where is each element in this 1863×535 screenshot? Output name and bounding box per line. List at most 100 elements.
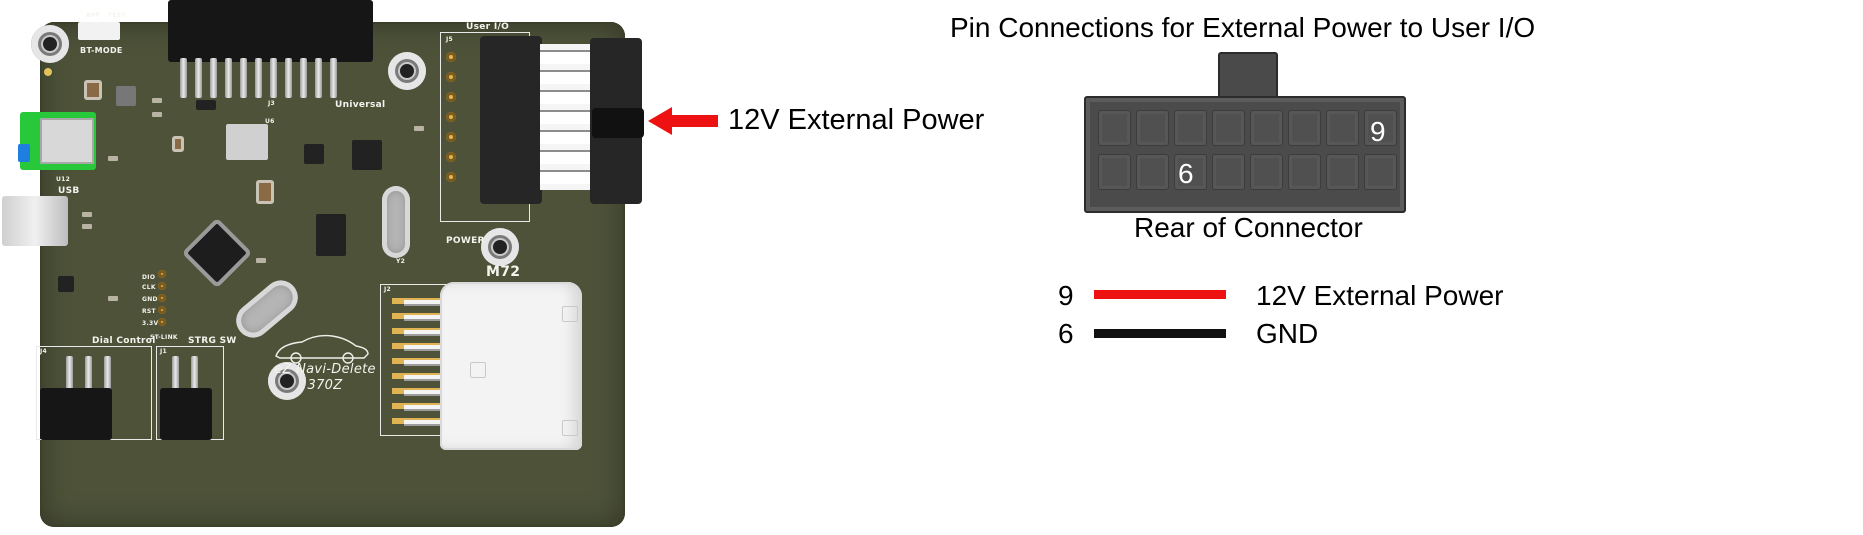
user-io-pad: [446, 92, 456, 102]
diagram-title: Pin Connections for External Power to Us…: [950, 12, 1536, 43]
connector-cavity: [1098, 154, 1131, 190]
silk-m72: M72: [486, 264, 521, 280]
silk-power: POWER: [446, 236, 485, 246]
silk-app: APP: [86, 12, 101, 19]
silk-test: TEST: [108, 12, 126, 19]
legend-label-12v: 12V External Power: [1256, 280, 1504, 311]
j2-latch-window: [470, 362, 486, 378]
ic-chip: [304, 144, 324, 164]
connector-cavity: [1288, 154, 1321, 190]
connector-cavity: [1250, 110, 1283, 146]
smd-component: [82, 212, 92, 217]
user-io-connector-housing: [480, 36, 542, 204]
connector-cavity: [1098, 110, 1131, 146]
silk-strg-sw: STRG SW: [188, 336, 237, 346]
stlink-pad: [158, 294, 166, 302]
user-io-pad: [446, 72, 456, 82]
usb-connector: [2, 196, 68, 246]
rear-of-connector-label: Rear of Connector: [1134, 212, 1363, 243]
silk-j3: J3: [268, 100, 276, 107]
mounting-hole-top-right: [388, 52, 426, 90]
pin-label-6: 6: [1178, 158, 1194, 189]
ic-chip: [316, 214, 346, 256]
strg-sw-connector: [160, 388, 212, 440]
capacitor: [172, 136, 184, 152]
user-io-pad: [446, 52, 456, 62]
silk-stlink-pin-rst: RST: [142, 308, 156, 315]
silk-y2: Y2: [396, 258, 406, 265]
silk-j4: J4: [40, 348, 48, 355]
mounting-hole-bottom: [268, 362, 306, 400]
capacitor: [256, 180, 274, 204]
legend-pin-6: 6: [1058, 318, 1074, 349]
smd-component: [256, 258, 266, 263]
led: [44, 68, 52, 76]
silk-product-name: eZ Navi-Delete: [274, 362, 376, 377]
dial-control-connector: [40, 388, 112, 440]
mounting-hole-right: [481, 228, 519, 266]
user-io-plug-latch: [592, 108, 644, 138]
silk-user-io: User I/O: [466, 22, 510, 32]
universal-header-pins: [180, 58, 337, 98]
pcb-illustration: APP TEST BT-MODE Universal J3 User I/O J…: [0, 0, 900, 535]
connector-cavity: [1326, 110, 1359, 146]
external-power-label: 12V External Power: [728, 104, 985, 136]
stlink-pad: [158, 282, 166, 290]
j2-latch-window: [562, 306, 578, 322]
legend-label-gnd: GND: [1256, 318, 1319, 349]
silk-usb: USB: [58, 186, 80, 196]
legend-wire-black: [1094, 329, 1226, 338]
j2-latch-window: [562, 420, 578, 436]
connector-cavity: [1326, 154, 1359, 190]
connector-cavity: [1136, 154, 1169, 190]
connector-cavity: [1288, 110, 1321, 146]
smd-component: [108, 156, 118, 161]
silk-universal: Universal: [335, 100, 386, 110]
crystal-y2: [382, 186, 410, 258]
legend-pin-9: 9: [1058, 280, 1074, 311]
regulator-u6: [226, 124, 268, 160]
user-io-pad: [446, 172, 456, 182]
silk-stlink-pin-clk: CLK: [142, 284, 156, 291]
bluetooth-module: [18, 112, 96, 170]
pin-label-9: 9: [1370, 116, 1386, 147]
silk-stlink-pin-dio: DIO: [142, 274, 156, 281]
connector-cavity: [1212, 110, 1245, 146]
silk-j2: J2: [384, 286, 392, 293]
silk-dial-control: Dial Control: [92, 336, 156, 346]
j2-connector-housing: [440, 282, 582, 450]
strg-sw-pins: [172, 356, 198, 390]
user-io-pad: [446, 132, 456, 142]
silk-j1: J1: [160, 348, 168, 355]
user-io-pad: [446, 152, 456, 162]
smd-component: [152, 98, 162, 103]
stlink-pad: [158, 270, 166, 278]
smd-component: [414, 126, 424, 131]
silk-u12: U12: [56, 176, 71, 183]
silk-j5: J5: [446, 36, 454, 43]
user-io-pins: [540, 44, 590, 190]
bt-mode-switch: [78, 22, 120, 40]
user-io-pad: [446, 112, 456, 122]
connector-cavity-pin-9: [1364, 110, 1397, 146]
silk-bt-mode: BT-MODE: [80, 46, 123, 55]
capacitor: [84, 80, 102, 100]
silk-stlink-pin-3v3: 3.3V: [142, 320, 159, 327]
car-logo-icon: [275, 334, 369, 364]
ic-chip: [352, 140, 382, 170]
connector-cavity: [1136, 110, 1169, 146]
silk-stlink-pin-gnd: GND: [142, 296, 158, 303]
ic-chip: [116, 86, 136, 106]
smd-component: [82, 224, 92, 229]
smd-component: [108, 296, 118, 301]
universal-header-j3: [168, 0, 373, 62]
stlink-pad: [158, 318, 166, 326]
legend-wire-red: [1094, 290, 1226, 299]
ic-chip: [58, 276, 74, 292]
silk-u6: U6: [265, 118, 275, 125]
dial-control-pins: [66, 356, 111, 390]
connector-cavity: [1364, 154, 1397, 190]
stlink-pad: [158, 306, 166, 314]
ic-chip: [196, 100, 216, 110]
smd-component: [152, 112, 162, 117]
